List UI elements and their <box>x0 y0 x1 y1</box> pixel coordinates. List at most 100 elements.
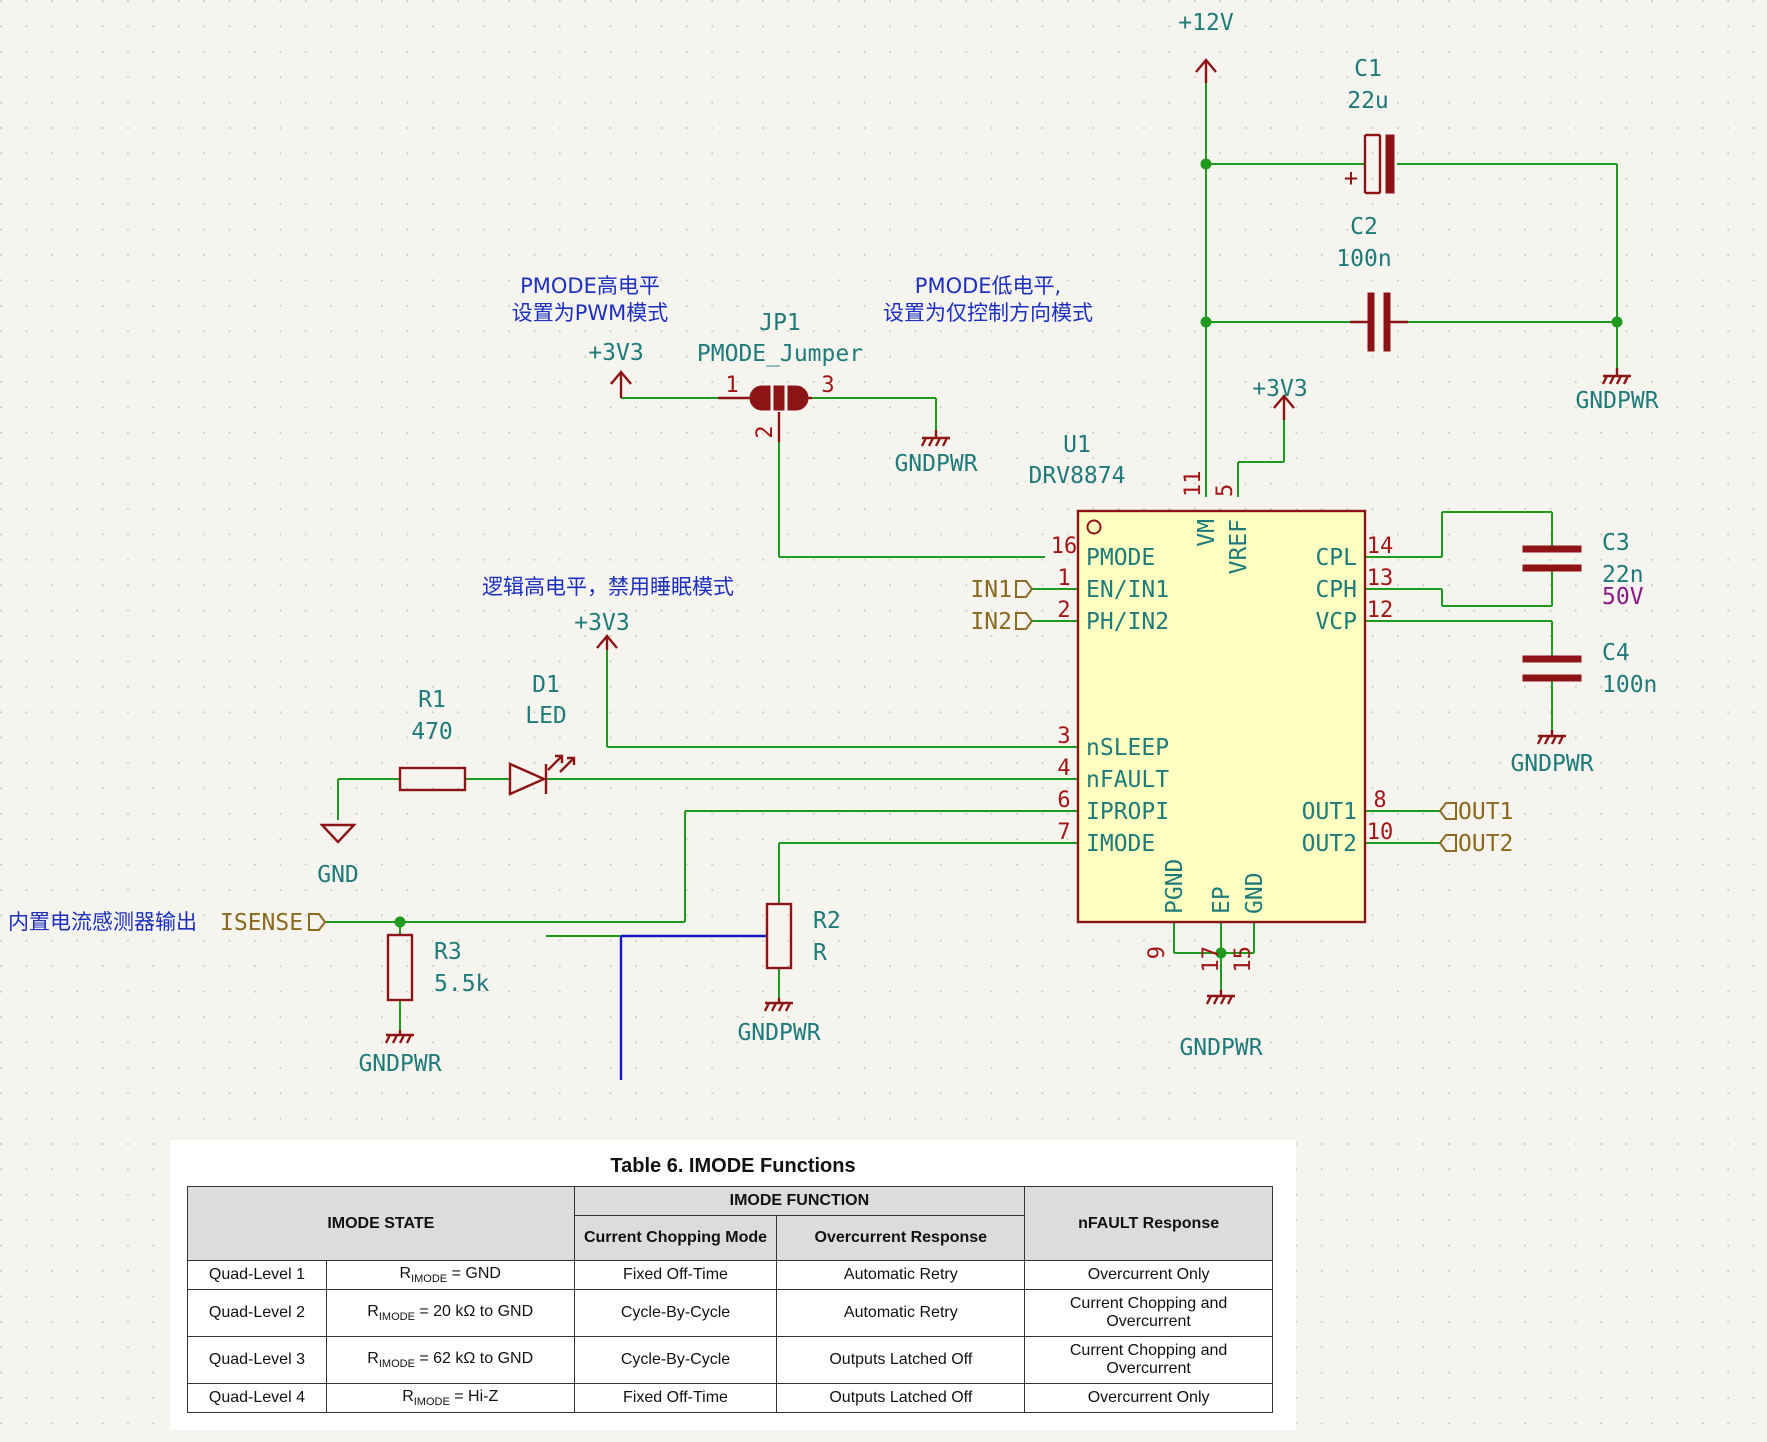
svg-text:5.5k: 5.5k <box>434 971 490 997</box>
table-row: Quad-Level 2 RIMODE = 20 kΩ to GND Cycle… <box>187 1289 1273 1337</box>
svg-text:1: 1 <box>1057 566 1070 591</box>
svg-text:GNDPWR: GNDPWR <box>1510 751 1593 777</box>
resistor-r2: R2 R <box>765 902 841 970</box>
svg-text:C1: C1 <box>1354 56 1382 82</box>
svg-text:IPROPI: IPROPI <box>1086 799 1169 825</box>
svg-text:OUT1: OUT1 <box>1458 799 1513 825</box>
gndpwr-symbol-jp1: GNDPWR <box>894 430 978 477</box>
capacitor-c4: C4 100n <box>1522 640 1657 698</box>
resistor-r1: R1 470 <box>398 687 467 792</box>
svg-text:DRV8874: DRV8874 <box>1029 463 1126 489</box>
cell-level: Quad-Level 4 <box>187 1383 327 1413</box>
cell-overcurrent: Automatic Retry <box>776 1260 1026 1290</box>
u1-left-pins: PMODE 16 EN/IN1 1 PH/IN2 2 nSLEEP 3 nFAU… <box>1051 534 1169 857</box>
svg-text:GNDPWR: GNDPWR <box>894 451 977 477</box>
table-row: Quad-Level 1 RIMODE = GND Fixed Off-Time… <box>187 1260 1273 1290</box>
header-current-chopping: Current Chopping Mode <box>573 1215 778 1261</box>
junctions <box>394 158 1623 959</box>
svg-text:OUT2: OUT2 <box>1458 831 1513 857</box>
gndpwr-symbol-r3: GNDPWR <box>358 1030 442 1077</box>
label-in1: IN1 <box>970 577 1034 603</box>
svg-text:+3V3: +3V3 <box>574 610 629 636</box>
svg-text:EN/IN1: EN/IN1 <box>1086 577 1169 603</box>
svg-text:GNDPWR: GNDPWR <box>358 1051 441 1077</box>
svg-text:nSLEEP: nSLEEP <box>1086 735 1169 761</box>
svg-text:D1: D1 <box>532 672 560 698</box>
svg-text:VM: VM <box>1194 519 1220 547</box>
svg-text:JP1: JP1 <box>759 310 801 336</box>
svg-text:4: 4 <box>1057 756 1070 781</box>
svg-text:VREF: VREF <box>1226 519 1252 574</box>
header-overcurrent-response: Overcurrent Response <box>776 1215 1026 1261</box>
ic-u1: U1 DRV8874 PMODE 16 EN/IN1 1 PH/IN2 2 nS… <box>1029 432 1394 973</box>
header-nfault-response: nFAULT Response <box>1024 1186 1273 1261</box>
svg-text:IN1: IN1 <box>970 577 1012 603</box>
svg-text:100n: 100n <box>1602 672 1657 698</box>
svg-text:CPH: CPH <box>1315 577 1357 603</box>
svg-text:7: 7 <box>1057 820 1070 845</box>
capacitor-c3: C3 22n 50V <box>1522 530 1644 610</box>
resistor-r3: R3 5.5k <box>386 933 490 1002</box>
power-12v-symbol: +12V <box>1178 10 1234 83</box>
svg-text:13: 13 <box>1367 566 1394 591</box>
svg-text:15: 15 <box>1231 946 1256 973</box>
cell-chopping: Fixed Off-Time <box>573 1383 778 1413</box>
cell-rimode: RIMODE = Hi-Z <box>325 1383 575 1413</box>
svg-text:+12V: +12V <box>1178 10 1234 36</box>
svg-text:2: 2 <box>753 425 778 438</box>
cell-overcurrent: Outputs Latched Off <box>776 1383 1026 1413</box>
note-isense: 内置电流感测器输出 <box>8 910 197 934</box>
svg-text:PMODE_Jumper: PMODE_Jumper <box>697 341 863 367</box>
svg-text:2: 2 <box>1057 598 1070 623</box>
svg-text:VCP: VCP <box>1315 609 1357 635</box>
header-imode-state: IMODE STATE <box>187 1186 575 1261</box>
wires <box>325 83 1618 1030</box>
svg-text:+3V3: +3V3 <box>1252 376 1307 402</box>
cell-nfault: Current Chopping and Overcurrent <box>1024 1289 1273 1337</box>
note-pmode-high: PMODE高电平 <box>520 274 660 298</box>
imode-table-panel: Table 6. IMODE Functions IMODE STATE IMO… <box>170 1140 1296 1430</box>
cell-chopping: Cycle-By-Cycle <box>573 1289 778 1337</box>
note-pmode-low-2: 设置为仅控制方向模式 <box>883 301 1093 325</box>
svg-text:PMODE: PMODE <box>1086 545 1155 571</box>
svg-text:OUT1: OUT1 <box>1302 799 1357 825</box>
table-row: Quad-Level 3 RIMODE = 62 kΩ to GND Cycle… <box>187 1336 1273 1384</box>
svg-text:3: 3 <box>821 373 834 398</box>
header-imode-function: IMODE FUNCTION <box>573 1186 1026 1216</box>
jumper-jp1: 1 3 2 JP1 PMODE_Jumper <box>697 310 863 442</box>
svg-text:PGND: PGND <box>1162 859 1188 914</box>
cell-rimode: RIMODE = 62 kΩ to GND <box>325 1336 575 1384</box>
cell-nfault: Overcurrent Only <box>1024 1260 1273 1290</box>
label-in2: IN2 <box>970 609 1034 635</box>
power-3v3-jp1-symbol: +3V3 <box>588 340 644 398</box>
gndpwr-symbol-c1c2: GNDPWR <box>1575 368 1659 414</box>
svg-text:R: R <box>813 940 827 966</box>
svg-text:EP: EP <box>1209 886 1235 914</box>
svg-text:1: 1 <box>725 373 738 398</box>
svg-text:GND: GND <box>1242 872 1268 914</box>
cell-nfault: Overcurrent Only <box>1024 1383 1273 1413</box>
svg-text:8: 8 <box>1373 788 1386 813</box>
label-out2: OUT2 <box>1438 831 1513 857</box>
svg-text:50V: 50V <box>1602 584 1644 610</box>
svg-text:OUT2: OUT2 <box>1302 831 1357 857</box>
svg-text:LED: LED <box>525 703 567 729</box>
svg-text:9: 9 <box>1145 946 1170 959</box>
led-d1: D1 LED <box>508 672 576 796</box>
svg-text:C4: C4 <box>1602 640 1630 666</box>
u1-right-pins: CPL 14 CPH 13 VCP 12 OUT1 8 OUT2 10 <box>1302 534 1394 857</box>
capacitor-c1: + C1 22u <box>1344 56 1395 195</box>
svg-text:R3: R3 <box>434 939 462 965</box>
imode-table: IMODE STATE IMODE FUNCTION nFAULT Respon… <box>187 1186 1273 1413</box>
svg-text:10: 10 <box>1367 820 1394 845</box>
table-title: Table 6. IMODE Functions <box>610 1155 856 1177</box>
cell-level: Quad-Level 1 <box>187 1260 327 1290</box>
svg-text:PH/IN2: PH/IN2 <box>1086 609 1169 635</box>
svg-text:5: 5 <box>1213 484 1238 497</box>
capacitor-c2: C2 100n <box>1336 214 1408 352</box>
svg-text:IMODE: IMODE <box>1086 831 1155 857</box>
svg-text:+: + <box>1344 164 1358 192</box>
note-sleep: 逻辑高电平，禁用睡眠模式 <box>482 575 734 599</box>
svg-text:GNDPWR: GNDPWR <box>737 1020 820 1046</box>
note-pmode-high-2: 设置为PWM模式 <box>512 301 669 325</box>
